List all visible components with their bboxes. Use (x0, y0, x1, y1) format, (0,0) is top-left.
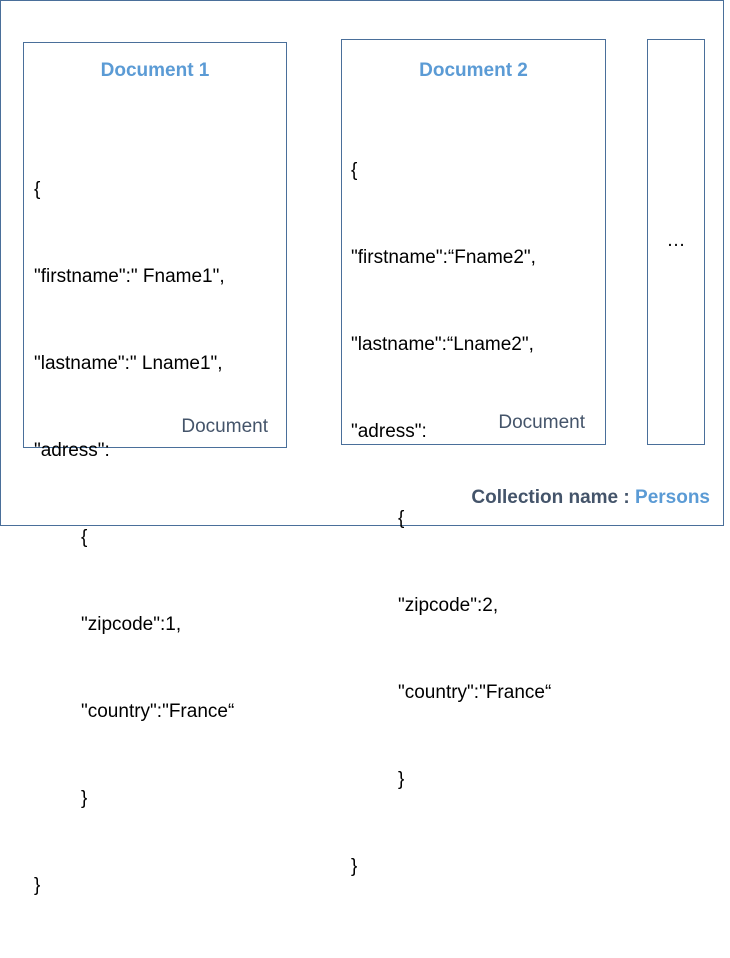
document-2-box: Document 2 { "firstname":“Fname2", "last… (341, 39, 606, 877)
document-1-title: Document 1 (100, 60, 210, 81)
json-line: { (81, 527, 88, 548)
json-line: { (351, 160, 358, 181)
collection-name-caption: Collection name : Persons (471, 487, 710, 509)
json-line: { (398, 508, 405, 529)
more-documents-box: … (647, 39, 705, 445)
json-line: "zipcode":2, (398, 595, 499, 616)
json-line: } (398, 769, 405, 790)
collection-container: Document 1 { "firstname":" Fname1", "las… (0, 0, 724, 896)
document-1-label: Document (181, 416, 268, 437)
document-2-json: { "firstname":“Fname2", "lastname":“Lnam… (351, 98, 551, 939)
document-2-title: Document 2 (419, 60, 528, 81)
json-line: } (81, 788, 88, 809)
json-line: "firstname":" Fname1", (34, 266, 225, 287)
json-line: "country":"France“ (81, 701, 235, 722)
json-line: } (351, 856, 358, 877)
more-documents-ellipsis: … (666, 230, 686, 251)
document-1-box: Document 1 { "firstname":" Fname1", "las… (23, 42, 287, 896)
collection-name-label: Collection name : (471, 487, 636, 508)
json-line: } (34, 875, 41, 896)
document-1-json: { "firstname":" Fname1", "lastname":" Ln… (34, 117, 234, 958)
document-2-label: Document (498, 412, 585, 433)
json-line: "zipcode":1, (81, 614, 182, 635)
json-line: "lastname":" Lname1", (34, 353, 223, 374)
json-line: "lastname":“Lname2", (351, 334, 534, 355)
json-line: { (34, 179, 41, 200)
json-line: "adress": (34, 440, 110, 461)
json-line: "adress": (351, 421, 427, 442)
collection-name-value: Persons (635, 487, 710, 508)
json-line: "firstname":“Fname2", (351, 247, 536, 268)
json-line: "country":"France“ (398, 682, 552, 703)
